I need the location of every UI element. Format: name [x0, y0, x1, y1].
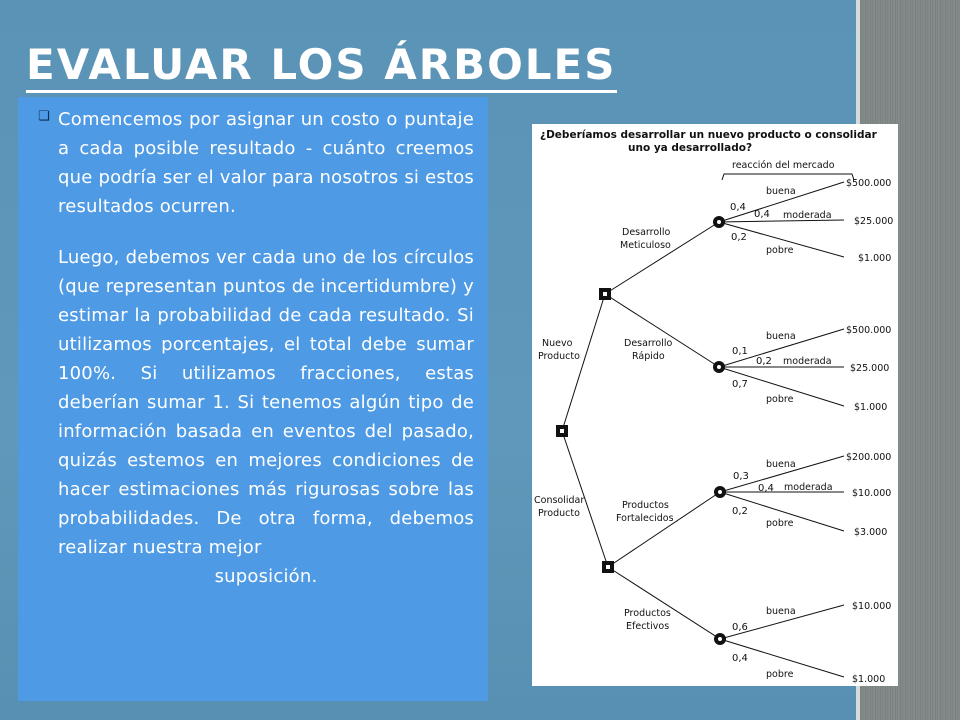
outcome-value: $10.000 [852, 488, 891, 499]
branch-probability: 0,4 [730, 202, 746, 213]
branch-probability: 0,2 [731, 232, 747, 243]
branch-probability: 0,1 [732, 346, 748, 357]
decision-tree-svg: ¿Deberíamos desarrollar un nuevo product… [534, 129, 893, 685]
outcome-value: $200.000 [846, 452, 891, 463]
bullet-icon: ❏ [38, 109, 50, 124]
branch-label: pobre [766, 394, 794, 405]
outcome-value: $1.000 [858, 253, 891, 264]
outcome-value: $500.000 [846, 325, 891, 336]
branch-probability: 0,3 [733, 471, 749, 482]
label-rapido-line-2: Rápido [632, 351, 665, 362]
outcome-value: $1.000 [854, 402, 887, 413]
edge-meticuloso-buena [718, 181, 845, 223]
branch-label: pobre [766, 518, 794, 529]
branch-label: moderada [783, 356, 832, 367]
edge-nuevo-meticuloso [604, 221, 720, 295]
label-efectivos-line-2: Efectivos [626, 621, 669, 632]
label-consolidar-line-2: Producto [538, 508, 580, 519]
edge-efectivos-pobre [719, 638, 845, 678]
paragraph-1: Comencemos por asignar un costo o puntaj… [58, 109, 474, 217]
branch-probability: 0,4 [758, 483, 774, 494]
branch-probability: 0,7 [732, 379, 748, 390]
edge-root-consolidar [561, 430, 609, 568]
label-rapido-line-1: Desarrollo [624, 338, 672, 349]
label-nuevo-line-2: Producto [538, 351, 580, 362]
decision-tree-diagram: ¿Deberíamos desarrollar un nuevo product… [532, 124, 898, 686]
outcome-value: $25.000 [854, 216, 893, 227]
edge-consolidar-efectivos [607, 566, 721, 640]
label-meticuloso-line-2: Meticuloso [620, 240, 671, 251]
branch-label: buena [766, 331, 796, 342]
edge-meticuloso-moderada [718, 219, 845, 223]
edge-meticuloso-pobre [718, 221, 845, 258]
branch-probability: 0,6 [732, 622, 748, 633]
branch-label: moderada [784, 482, 833, 493]
label-efectivos-line-1: Productos [624, 608, 671, 619]
market-reaction-label: reacción del mercado [732, 160, 835, 171]
branch-label: pobre [766, 669, 794, 680]
edge-nuevo-rapido [604, 293, 720, 368]
outcome-value: $10.000 [852, 601, 891, 612]
branch-label: buena [766, 459, 796, 470]
label-fortalecidos-line-2: Fortalecidos [616, 513, 674, 524]
diagram-question-line-2: uno ya desarrollado? [628, 142, 752, 154]
market-reaction-bracket [721, 173, 855, 181]
paragraph-2: Luego, debemos ver cada uno de los círcu… [58, 247, 474, 558]
branch-probability: 0,2 [732, 506, 748, 517]
branch-probability: 0,4 [754, 209, 770, 220]
edge-efectivos-buena [719, 604, 845, 640]
diagram-question-line-1: ¿Deberíamos desarrollar un nuevo product… [540, 129, 878, 141]
edge-fortalecidos-pobre [719, 491, 845, 532]
outcome-value: $25.000 [850, 363, 889, 374]
branch-probability: 0,2 [756, 356, 772, 367]
label-meticuloso-line-1: Desarrollo [622, 227, 670, 238]
edge-rapido-buena [718, 328, 845, 368]
outcome-value: $500.000 [846, 178, 891, 189]
paragraph-3: suposición. [214, 566, 318, 587]
edge-rapido-pobre [718, 366, 845, 407]
branch-label: buena [766, 606, 796, 617]
label-fortalecidos-line-1: Productos [622, 500, 669, 511]
branch-label: buena [766, 186, 796, 197]
edge-fortalecidos-buena [719, 455, 845, 493]
branch-probability: 0,4 [732, 653, 748, 664]
outcome-value: $1.000 [852, 674, 885, 685]
outcome-value: $3.000 [854, 527, 887, 538]
edge-root-nuevo [561, 293, 606, 432]
branch-label: pobre [766, 245, 794, 256]
edge-consolidar-fortalecidos [607, 491, 721, 568]
branch-label: moderada [783, 210, 832, 221]
text-panel: ❏ Comencemos por asignar un costo o punt… [18, 97, 488, 701]
label-nuevo-line-1: Nuevo [542, 338, 573, 349]
label-consolidar-line-1: Consolidar [534, 495, 584, 506]
slide-title: Evaluar los árboles [26, 40, 617, 93]
